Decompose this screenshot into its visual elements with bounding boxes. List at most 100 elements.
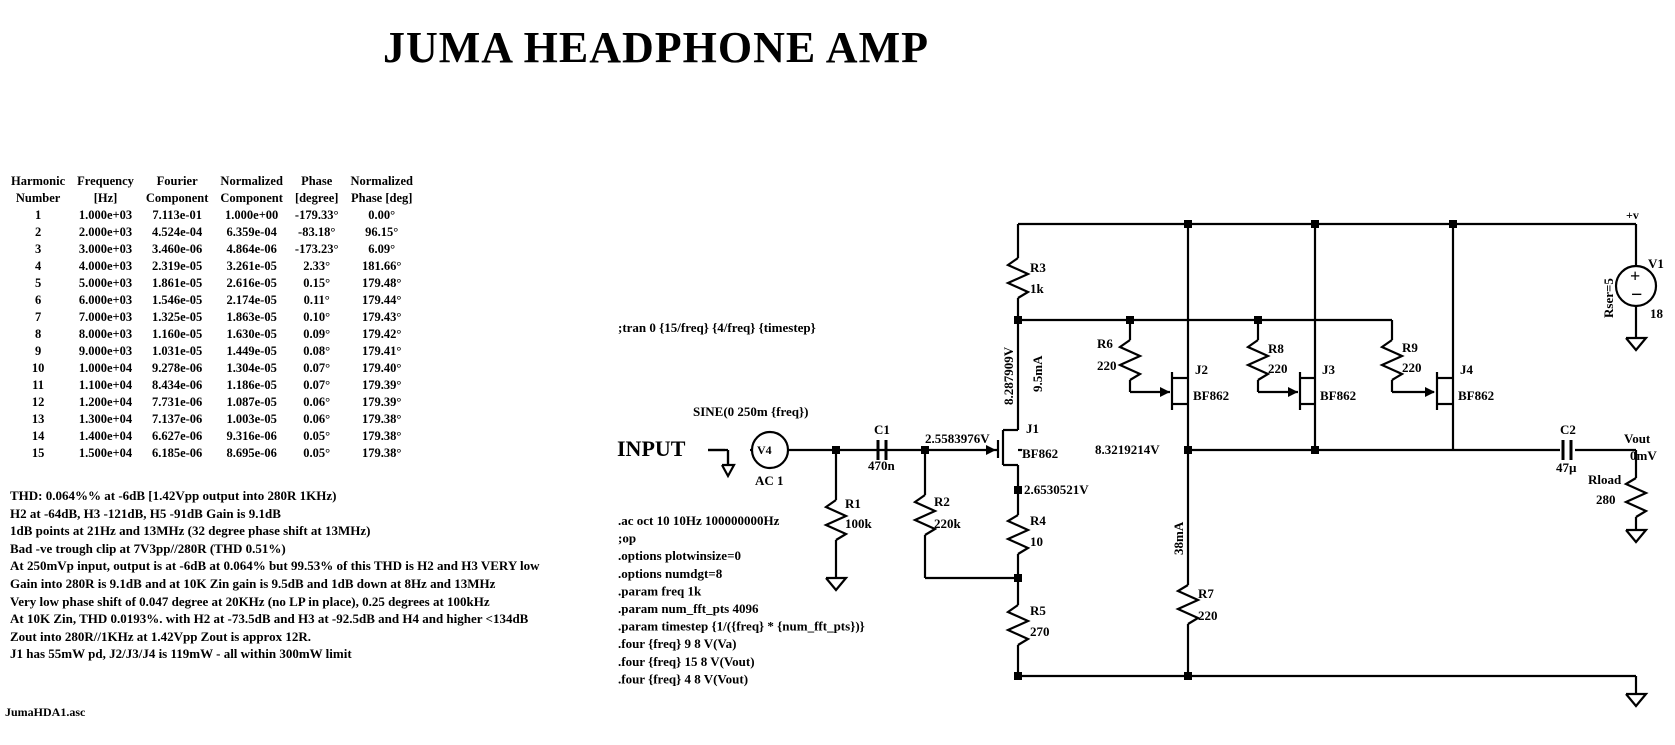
table-cell: 96.15°	[365, 225, 399, 239]
table-cell: 9.000e+03	[78, 344, 133, 358]
table-cell: 1.003e-05	[226, 412, 277, 426]
ground-icon	[1625, 692, 1649, 708]
spice-directive: ;op	[618, 531, 636, 546]
table-cell: 6.000e+03	[78, 293, 133, 307]
table-cell: 7	[34, 310, 42, 324]
table-cell: 7.113e-01	[152, 208, 202, 222]
v1-source-circle	[1614, 264, 1658, 308]
note-line: Bad -ve trough clip at 7V3pp//280R (THD …	[10, 540, 286, 556]
j3-model: BF862	[1320, 388, 1356, 403]
r5-name: R5	[1030, 603, 1046, 618]
table-cell: 0.05°	[303, 429, 331, 443]
j4-gate-arrow	[1425, 387, 1435, 397]
r3-name: R3	[1030, 260, 1046, 275]
table-cell: 179.39°	[362, 378, 402, 392]
r1-value: 100k	[845, 516, 873, 531]
table-cell: 2.319e-05	[151, 259, 203, 273]
spice-directive: .four {freq} 9 8 V(Va)	[618, 636, 736, 651]
j1-model: BF862	[1022, 446, 1058, 461]
table-cell: 7.731e-06	[151, 395, 203, 409]
j1-gate-arrow	[986, 445, 996, 455]
source-voltage: 2.6530521V	[1024, 482, 1089, 497]
table-cell: 14	[31, 429, 45, 443]
note-line: At 10K Zin, THD 0.0193%. with H2 at -73.…	[10, 611, 529, 627]
table-cell: 1.546e-05	[151, 293, 203, 307]
table-cell: 1.630e-05	[226, 327, 277, 341]
table-cell: 5	[34, 276, 42, 290]
table-cell: 6	[34, 293, 42, 307]
r6-value: 220	[1097, 358, 1117, 373]
r9-name: R9	[1402, 340, 1418, 355]
ground-icon	[1625, 336, 1649, 352]
table-cell: 1.863e-05	[226, 310, 277, 324]
table-cell: 7.000e+03	[78, 310, 133, 324]
c1-value: 470n	[868, 458, 896, 473]
r8-name: R8	[1268, 341, 1284, 356]
note-line: At 250mVp input, output is at -6dB at 0.…	[10, 558, 540, 574]
table-cell: 8.434e-06	[151, 378, 203, 392]
table-cell: 1.500e+04	[78, 446, 133, 460]
r1-name: R1	[845, 496, 861, 511]
spice-directive: .four {freq} 4 8 V(Vout)	[618, 671, 748, 686]
table-cell: 5.000e+03	[78, 276, 133, 290]
ground-symbols	[721, 336, 1649, 708]
table-cell: 6.09°	[368, 242, 396, 256]
spice-directive: .four {freq} 15 8 V(Vout)	[618, 654, 755, 669]
table-cell: 12	[31, 395, 45, 409]
table-cell: 3.460e-06	[151, 242, 203, 256]
r8-value: 220	[1268, 361, 1288, 376]
table-cell: 4.000e+03	[78, 259, 133, 273]
note-line: 1dB points at 21Hz and 13MHz (32 degree …	[10, 523, 371, 539]
table-cell: 179.48°	[362, 276, 402, 290]
r7-name: R7	[1198, 586, 1214, 601]
table-cell: 1.000e+00	[225, 208, 279, 222]
table-cell: 181.66°	[362, 259, 402, 273]
table-cell: 6.359e-04	[226, 225, 277, 239]
table-cell: 1.304e-05	[226, 361, 277, 375]
ground-icon	[1625, 528, 1649, 544]
gate-voltage: 2.5583976V	[925, 431, 990, 446]
component-labels: INPUT SINE(0 250m {freq}) V4 AC 1 C1 470…	[617, 208, 1664, 639]
table-cell: 0.09°	[303, 327, 331, 341]
table-cell: 3.000e+03	[78, 242, 133, 256]
out-current: 38mA	[1171, 521, 1186, 555]
table-cell: 179.38°	[362, 446, 402, 460]
ground-icon	[825, 576, 849, 592]
r3-value: 1k	[1030, 281, 1045, 296]
table-cell: 2.174e-05	[226, 293, 277, 307]
table-cell: 2	[34, 225, 42, 239]
table-cell: 0.06°	[303, 395, 331, 409]
table-cell: 179.41°	[362, 344, 402, 358]
rload-value: 280	[1596, 492, 1616, 507]
v4-ac: AC 1	[755, 473, 784, 488]
table-cell: 1.031e-05	[151, 344, 203, 358]
table-cell: -83.18°	[298, 225, 336, 239]
table-cell: 1.100e+04	[78, 378, 133, 392]
j2-name: J2	[1195, 362, 1208, 377]
junction-dots	[832, 220, 1457, 680]
table-cell: 0.07°	[303, 378, 331, 392]
table-cell: 1.000e+03	[78, 208, 133, 222]
table-cell: 0.10°	[303, 310, 331, 324]
table-cell: 9.278e-06	[151, 361, 203, 375]
table-cell: 179.42°	[362, 327, 402, 341]
vout-value: 0mV	[1630, 448, 1657, 463]
wires	[708, 222, 1649, 694]
note-line: J1 has 55mW pd, J2/J3/J4 is 119mW - all …	[10, 646, 352, 662]
table-cell: 6.627e-06	[151, 429, 203, 443]
table-cell: 0.15°	[303, 276, 331, 290]
table-cell: 1.449e-05	[226, 344, 277, 358]
table-cell: 8	[34, 327, 42, 341]
